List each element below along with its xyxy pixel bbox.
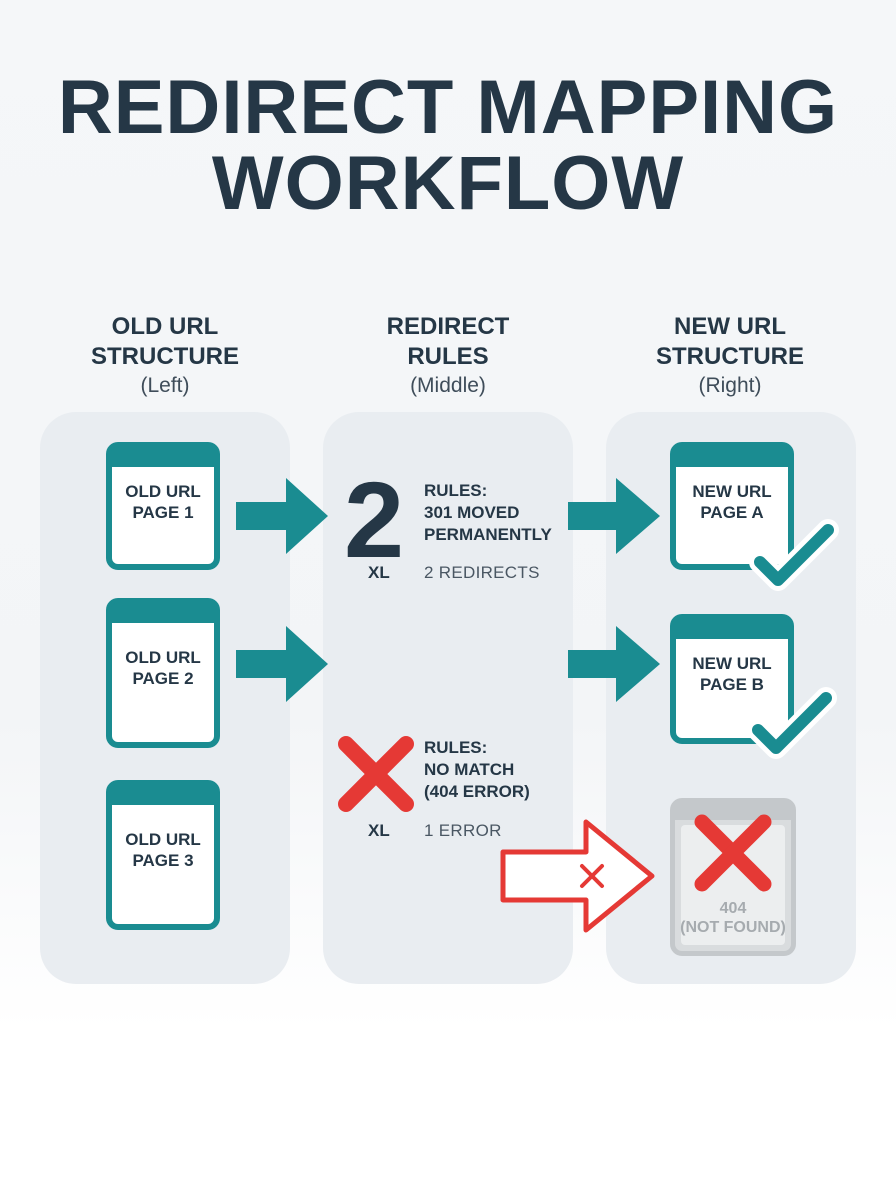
x-icon: [694, 814, 772, 892]
column-heading-new-line1: NEW URL: [674, 313, 786, 340]
old-url-page-1-line2: PAGE 1: [132, 503, 194, 522]
page-header-bar: [111, 785, 215, 805]
column-heading-old: OLD URL STRUCTURE (Left): [35, 312, 295, 400]
diagram-title: REDIRECT MAPPING WORKFLOW: [0, 70, 896, 222]
rule-error-size: XL: [368, 821, 390, 840]
column-heading-rules-sub: (Middle): [410, 374, 486, 397]
page-header-bar: [111, 447, 215, 467]
page-header-bar: [675, 447, 789, 467]
rule-error-line1: RULES:: [424, 738, 488, 757]
column-heading-new-sub: (Right): [698, 374, 762, 397]
not-found-code: 404: [719, 900, 747, 917]
title-line-2: WORKFLOW: [211, 141, 685, 226]
rule-success-line2: 301 MOVED: [424, 503, 520, 522]
old-url-page-2-line1: OLD URL: [125, 648, 201, 667]
new-url-page-b-label: NEW URL PAGE B: [676, 653, 788, 695]
rule-success-line1: RULES:: [424, 481, 488, 500]
column-heading-rules: REDIRECT RULES (Middle): [318, 312, 578, 400]
right-arrow-icon: [568, 478, 660, 554]
column-heading-old-line2: STRUCTURE: [91, 343, 239, 370]
right-arrow-icon: [236, 626, 328, 702]
column-heading-rules-line2: RULES: [407, 343, 489, 370]
page-header-bar: [111, 603, 215, 623]
column-heading-new: NEW URL STRUCTURE (Right): [600, 312, 860, 400]
column-heading-new-line2: STRUCTURE: [656, 343, 804, 370]
column-heading-rules-line1: REDIRECT: [386, 313, 510, 340]
x-icon: [338, 736, 414, 812]
new-url-page-b-line2: PAGE B: [700, 675, 764, 694]
old-url-page-3-label: OLD URL PAGE 3: [112, 829, 214, 871]
rule-error-text: RULES: NO MATCH (404 ERROR): [424, 737, 530, 803]
new-url-page-a: NEW URL PAGE A: [670, 442, 794, 570]
new-url-page-a-line2: PAGE A: [700, 503, 764, 522]
old-url-page-3: OLD URL PAGE 3: [106, 780, 220, 930]
rule-error-line3: (404 ERROR): [424, 782, 530, 801]
rule-error-count: 1 ERROR: [424, 821, 502, 840]
page-header-bar: [675, 619, 789, 639]
right-arrow-icon: [568, 626, 660, 702]
rule-success-line3: PERMANENTLY: [424, 525, 552, 544]
not-found-label: 404 (NOT FOUND): [675, 899, 791, 937]
new-url-page-b: NEW URL PAGE B: [670, 614, 794, 744]
new-url-page-a-line1: NEW URL: [692, 482, 772, 501]
old-url-page-2-label: OLD URL PAGE 2: [112, 647, 214, 689]
old-url-page-3-line1: OLD URL: [125, 830, 201, 849]
not-found-text: (NOT FOUND): [680, 919, 786, 936]
new-url-page-b-line1: NEW URL: [692, 654, 772, 673]
checkmark-icon: [752, 692, 832, 754]
old-url-page-3-line2: PAGE 3: [132, 851, 194, 870]
checkmark-icon: [754, 524, 834, 586]
rule-error-line2: NO MATCH: [424, 760, 515, 779]
redirect-count-number: 2: [344, 459, 405, 580]
old-url-page-1-line1: OLD URL: [125, 482, 201, 501]
title-line-1: REDIRECT MAPPING: [57, 65, 839, 150]
broken-arrow-icon: [500, 819, 655, 933]
column-heading-old-sub: (Left): [140, 374, 190, 397]
old-url-page-2-line2: PAGE 2: [132, 669, 194, 688]
new-url-page-a-label: NEW URL PAGE A: [676, 481, 788, 523]
column-heading-old-line1: OLD URL: [111, 313, 219, 340]
old-url-page-1-label: OLD URL PAGE 1: [112, 481, 214, 523]
rule-success-count: 2 REDIRECTS: [424, 563, 540, 582]
rule-success-text: RULES: 301 MOVED PERMANENTLY: [424, 480, 552, 546]
old-url-page-2: OLD URL PAGE 2: [106, 598, 220, 748]
rule-success-size: XL: [368, 563, 390, 582]
right-arrow-icon: [236, 478, 328, 554]
old-url-page-1: OLD URL PAGE 1: [106, 442, 220, 570]
